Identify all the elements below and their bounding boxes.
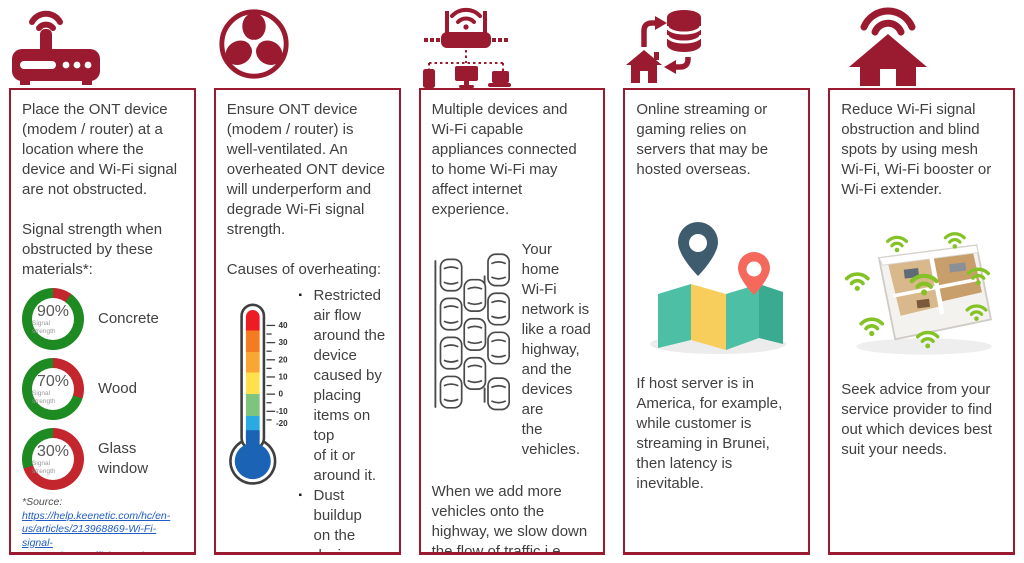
panel-multiple-devices: Multiple devices and Wi-Fi capable appli…: [410, 0, 615, 563]
source-prefix: *Source:: [22, 496, 63, 508]
donut-sublabel: Signal strength: [32, 319, 56, 335]
panel-5-box: Reduce Wi-Fi signal obstruction and blin…: [828, 88, 1015, 555]
panel-1-box: Place the ONT device (modem / router) at…: [9, 88, 196, 555]
donut-percentage: 90%: [36, 302, 70, 320]
panel-4-box: Online streaming or gaming relies on ser…: [623, 88, 811, 555]
source-link[interactable]: https://help.keenetic.com/hc/en- us/arti…: [22, 509, 171, 553]
signal-strength-concrete: 90% Signal strength Concrete: [22, 288, 183, 350]
world-map-pins-image: [649, 222, 786, 354]
panel-4-text-bottom: If host server is in America, for exampl…: [636, 375, 783, 492]
panel-mesh-wifi: Reduce Wi-Fi signal obstruction and blin…: [819, 0, 1024, 563]
floorplan-image-wrap: [841, 226, 1002, 364]
thermo-tick: 20: [278, 355, 288, 364]
thermo-tick: 40: [278, 321, 288, 330]
highway-analogy: Your home Wi-Fi network is like a road h…: [432, 240, 593, 460]
highway-analogy-text: Your home Wi-Fi network is like a road h…: [521, 241, 591, 458]
panel-3-box: Multiple devices and Wi-Fi capable appli…: [418, 88, 606, 555]
panel-3-icon-area: [410, 0, 615, 88]
customer-pin: [737, 252, 770, 295]
panel-5-icon-area: [819, 0, 1024, 88]
thermo-tick: -10: [276, 407, 288, 416]
list-item: Dust buildup on the device and in its po…: [296, 486, 388, 552]
panel-overseas-servers: Online streaming or gaming relies on ser…: [614, 0, 819, 563]
thermo-tick: -20: [276, 419, 288, 428]
connected-devices-icon: [422, 7, 511, 88]
thermometer-image: 40 30 20 10 0 -10 -20: [228, 303, 288, 485]
panel-2-subheading: Causes of overheating:: [226, 261, 382, 278]
donut-sublabel: Signal strength: [32, 389, 56, 405]
panel-5-text-bottom: Seek advice from your service provider t…: [841, 381, 993, 458]
overheating-causes: 40 30 20 10 0 -10 -20 Restricted air flo…: [227, 286, 388, 552]
home-wifi-icon: [849, 7, 928, 86]
donut-chart-wood: 70% Signal strength: [22, 358, 84, 420]
panel-ont-placement: Place the ONT device (modem / router) at…: [0, 0, 205, 563]
panel-4-text: Online streaming or gaming relies on ser…: [636, 101, 769, 178]
source-footnote: *Source: https://help.keenetic.com/hc/en…: [22, 496, 183, 553]
wifi-router-icon: [12, 10, 100, 85]
donut-percentage: 70%: [36, 372, 70, 390]
thermo-tick: 10: [278, 373, 288, 382]
donut-chart-concrete: 90% Signal strength: [22, 288, 84, 350]
thermo-tick: 30: [278, 338, 288, 347]
signal-strength-wood: 70% Signal strength Wood: [22, 358, 183, 420]
panel-3-text: Multiple devices and Wi-Fi capable appli…: [431, 101, 577, 218]
list-item: Restricted air flow around the device ca…: [296, 286, 388, 486]
panel-5-text: Reduce Wi-Fi signal obstruction and blin…: [841, 101, 992, 198]
donut-percentage: 30%: [36, 442, 70, 460]
panel-2-box: Ensure ONT device (modem / router) is we…: [213, 88, 401, 555]
traffic-jam-image: [434, 253, 510, 411]
panel-1-subheading: Signal strength when obstructed by these…: [22, 221, 163, 278]
mesh-floorplan-image: [845, 232, 993, 355]
ventilation-fan-icon: [219, 9, 289, 79]
material-label: Wood: [98, 380, 137, 397]
server-pin: [677, 222, 718, 276]
signal-strength-glass: 30% Signal strength Glass window: [22, 428, 183, 490]
panel-2-text: Ensure ONT device (modem / router) is we…: [226, 101, 385, 238]
donut-chart-glass: 30% Signal strength: [22, 428, 84, 490]
map-image-wrap: [636, 206, 797, 358]
panel-3-text-bottom: When we add more vehicles onto the highw…: [431, 483, 588, 555]
panel-1-icon-area: [0, 0, 205, 88]
material-label: Glass window: [98, 440, 149, 477]
material-label: Concrete: [98, 310, 159, 327]
panel-ventilation: Ensure ONT device (modem / router) is we…: [205, 0, 410, 563]
panel-1-text: Place the ONT device (modem / router) at…: [22, 101, 178, 198]
overheating-causes-list: Restricted air flow around the device ca…: [296, 286, 388, 552]
server-sync-icon: [626, 10, 703, 83]
panel-2-icon-area: [205, 0, 410, 88]
donut-sublabel: Signal strength: [32, 459, 56, 475]
thermo-tick: 0: [278, 390, 283, 399]
panel-4-icon-area: [614, 0, 819, 88]
